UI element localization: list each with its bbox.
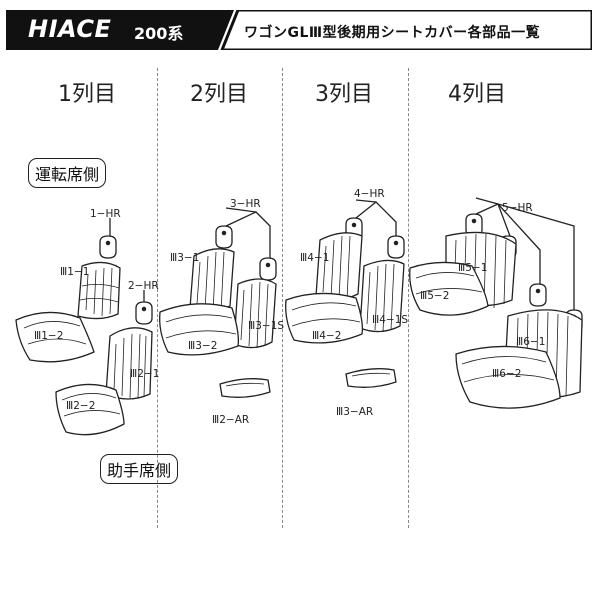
- part-label-5-hr: 5−HR: [502, 202, 533, 214]
- banner-background: [6, 10, 592, 50]
- seat-cushion-2-2: [55, 383, 125, 436]
- part-label-3-1: Ⅲ3−1: [170, 252, 200, 264]
- seat-back-4-1s: [359, 259, 405, 333]
- seat-back-3-1: [189, 248, 235, 313]
- page-title: ワゴンGLⅢ型後期用シートカバー各部品一覧: [244, 25, 541, 41]
- part-label-6-2: Ⅲ6−2: [492, 368, 522, 380]
- seat-back-3-1s: [233, 278, 277, 349]
- headrest-1: [99, 235, 117, 259]
- part-label-5-2: Ⅲ5−2: [420, 290, 450, 302]
- part-label-1-1: Ⅲ1−1: [60, 266, 90, 278]
- column-row-4: 4列目: [448, 82, 506, 107]
- part-label-6-1: Ⅲ6−1: [516, 336, 546, 348]
- column-row-3: 3列目: [315, 82, 373, 107]
- headrest-2: [135, 301, 153, 325]
- seat-cushion-4-2: [285, 292, 364, 344]
- part-label-4-hr: 4−HR: [354, 188, 385, 200]
- brand-logo: HIACE: [28, 15, 112, 43]
- header-banner: HIACE 200系 ワゴンGLⅢ型後期用シートカバー各部品一覧: [6, 10, 592, 50]
- series-label: 200系: [134, 24, 184, 43]
- part-label-3-ar: Ⅲ3−AR: [336, 406, 374, 418]
- part-label-3-1s: Ⅲ3−1S: [248, 320, 285, 332]
- headrest-5-c: [529, 283, 547, 307]
- part-label-1-2: Ⅲ1−2: [34, 330, 64, 342]
- seat-cushion-3-2: [159, 303, 240, 356]
- headrest-3-right: [259, 257, 277, 281]
- headrest-4-right: [387, 235, 405, 259]
- part-label-5-1: Ⅲ5−1: [458, 262, 488, 274]
- part-label-3-2: Ⅲ3−2: [188, 340, 218, 352]
- passenger-side-label: 助手席側: [100, 454, 179, 484]
- armrest-2: [219, 378, 271, 398]
- part-label-3-hr: 3−HR: [230, 198, 261, 210]
- part-label-2-2: Ⅲ2−2: [66, 400, 96, 412]
- part-label-2-1: Ⅲ2−1: [130, 368, 160, 380]
- part-label-4-1: Ⅲ4−1: [300, 252, 330, 264]
- seat-cushion-1-2: [15, 311, 95, 363]
- column-divider: [157, 68, 158, 528]
- armrest-3: [345, 368, 397, 388]
- column-divider: [282, 68, 283, 528]
- driver-side-label: 運転席側: [28, 158, 107, 188]
- seat-back-1-1: [77, 261, 121, 320]
- column-divider: [408, 68, 409, 528]
- part-label-4-2: Ⅲ4−2: [312, 330, 342, 342]
- seat-back-4-1: [315, 232, 363, 301]
- part-label-1-hr: 1−HR: [90, 208, 121, 220]
- part-label-4-1s: Ⅲ4−1S: [372, 314, 409, 326]
- column-row-2: 2列目: [190, 82, 248, 107]
- seat-cushion-6-2: [455, 345, 561, 409]
- seat-back-2-1: [105, 327, 153, 400]
- part-label-2-ar: Ⅲ2−AR: [212, 414, 250, 426]
- headrest-3-left: [215, 225, 233, 249]
- column-row-1: 1列目: [58, 82, 116, 107]
- seat-cushion-5-2: [409, 261, 489, 316]
- part-label-2-hr: 2−HR: [128, 280, 159, 292]
